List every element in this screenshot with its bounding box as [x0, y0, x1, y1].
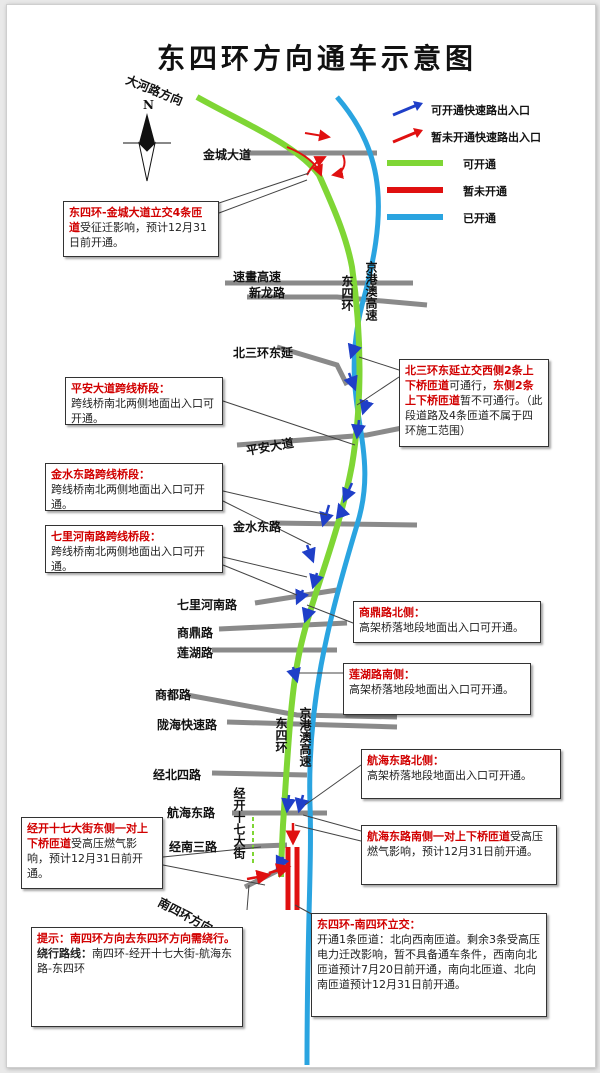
label-xinlong-road: 新龙路: [249, 285, 286, 300]
legend-green-bar: 可开通: [387, 153, 587, 180]
shangdu-road: [186, 692, 398, 720]
green-bar-icon: [387, 160, 443, 166]
label-pingan-road: 平安大道: [245, 435, 295, 458]
label-jincheng-road: 金城大道: [202, 147, 251, 162]
access-arrows: [275, 342, 374, 872]
qilihe-road: [254, 587, 338, 606]
legend-label: 暂未开通: [463, 185, 507, 198]
route-map: N 大河路方向 金城大道 速畫高速 新龙路 北三环东延 平安大道 金水东路 七里…: [123, 72, 428, 1066]
label-shangding-road: 商鼎路: [177, 625, 214, 640]
label-beisanhuan: 北三环东延: [233, 345, 294, 360]
callout-hanghai-north: 航海东路北侧： 高架桥落地段地面出入口可开通。: [361, 749, 561, 799]
label-jingbei-road: 经北四路: [153, 767, 202, 782]
callout-jincheng-interchange: 东四环-金城大道立交4条匝道受征迁影响，预计12月31日前开通。: [63, 201, 219, 257]
legend-red-arrow: 暂未开通快速路出入口: [387, 126, 587, 153]
label-airport-expressway: 速畫高速: [233, 269, 281, 284]
shangding-road: [218, 620, 348, 632]
label-jingkai-17: 经开十七大街: [232, 786, 246, 860]
label-east-4th-ring-north: 东四环: [340, 274, 354, 312]
callout-jinshui-bridge: 金水东路跨线桥段： 跨线桥南北两侧地面出入口可开通。: [45, 463, 223, 511]
label-longhai-road: 陇海快速路: [157, 717, 218, 732]
label-shangdu-road: 商都路: [155, 687, 192, 702]
callout-lianhu-south: 莲湖路南侧： 高架桥落地段地面出入口可开通。: [343, 663, 531, 715]
north-arrow-icon: N: [123, 98, 171, 182]
label-east-4th-ring-south: 东四环: [274, 716, 288, 754]
legend: 可开通快速路出入口 暂未开通快速路出入口 可开通 暂未开通 已开通: [387, 99, 587, 234]
jinshui-road: [271, 520, 418, 528]
south-red-arrows: [246, 823, 301, 885]
north-letter: N: [143, 98, 154, 112]
callout-shangding-north: 商鼎路北侧： 高架桥落地段地面出入口可开通。: [353, 601, 541, 643]
leader-lines: [162, 172, 400, 918]
map-sheet: 东四环方向通车示意图: [6, 4, 596, 1068]
callout-tip-detour: 提示：南四环方向去东四环方向需绕行。 绕行路线：南四环-经开十七大街-航海东路-…: [31, 927, 243, 1027]
opened-expressway-line: [304, 95, 381, 1066]
callout-qilihe-bridge: 七里河南路跨线桥段： 跨线桥南北两侧地面出入口可开通。: [45, 525, 223, 573]
callout-pingan-bridge: 平安大道跨线桥段： 跨线桥南北两侧地面出入口可开通。: [65, 377, 223, 425]
jingbei-road: [211, 770, 308, 778]
label-qilihe-road: 七里河南路: [177, 597, 238, 612]
legend-red-bar: 暂未开通: [387, 180, 587, 207]
label-hanghai-road: 航海东路: [167, 805, 216, 820]
legend-label: 已开通: [463, 212, 496, 225]
page-title: 东四环方向通车示意图: [157, 42, 478, 75]
red-arrow-icon: [392, 128, 423, 144]
jincheng-ramps: [286, 129, 346, 179]
callout-beisanhuan-ramps: 北三环东延立交西侧2条上下桥匝道可通行，东侧2条上下桥匝道暂不可通行。（此段道路…: [399, 359, 549, 447]
unopened-segments: [285, 847, 300, 910]
xinlong-road: [247, 294, 428, 308]
label-jinggang-south: 京港澳高速: [298, 706, 312, 768]
label-dahe-direction: 大河路方向: [124, 72, 185, 108]
callout-jingkai17-east: 经开十七大街东侧一对上下桥匝道受高压燃气影响，预计12月31日前开通。: [21, 817, 163, 889]
legend-label: 暂未开通快速路出入口: [431, 131, 541, 144]
legend-label: 可开通快速路出入口: [431, 104, 530, 117]
blue-bar-icon: [387, 214, 443, 220]
label-jinggang-north: 京港澳高速: [364, 260, 378, 322]
label-lianhu-road: 莲湖路: [177, 645, 214, 660]
legend-label: 可开通: [463, 158, 496, 171]
label-jingnan-road: 经南三路: [169, 839, 218, 854]
blue-arrow-icon: [392, 101, 423, 117]
label-jinshui-road: 金水东路: [232, 519, 282, 534]
red-bar-icon: [387, 187, 443, 193]
callout-nansihuan-interchange: 东四环-南四环立交： 开通1条匝道：北向西南匝道。剩余3条受高压电力迁改影响，暂…: [311, 913, 547, 1017]
legend-blue-arrow: 可开通快速路出入口: [387, 99, 587, 126]
callout-hanghai-south: 航海东路南侧一对上下桥匝道受高压燃气影响，预计12月31日前开通。: [361, 825, 557, 885]
jingnan-road: [234, 842, 288, 850]
legend-blue-bar: 已开通: [387, 207, 587, 234]
